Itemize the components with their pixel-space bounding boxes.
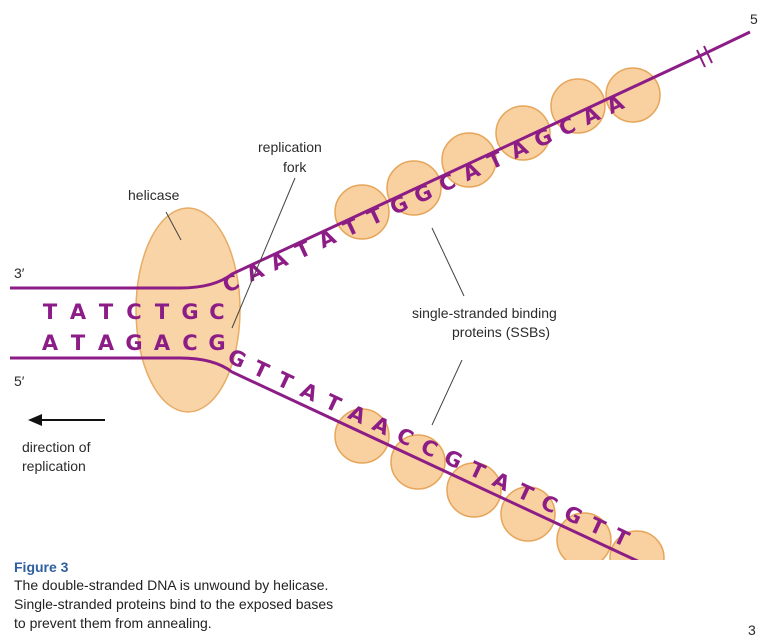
bottom-paired-base: T <box>71 331 86 355</box>
top-paired-base: C <box>209 300 224 324</box>
top-paired-base: T <box>99 300 114 324</box>
strand-break-mark-top <box>697 46 712 67</box>
bottom-single-base: T <box>249 356 273 384</box>
bottom-paired-base: G <box>208 331 225 355</box>
top-paired-base: T <box>43 300 58 324</box>
ssb-label-line2: proteins (SSBs) <box>452 324 550 340</box>
caption-line-2: Single-stranded proteins bind to the exp… <box>14 595 534 614</box>
direction-arrow-head <box>28 414 42 426</box>
ssb-leader-line-bottom <box>432 360 462 425</box>
replication-fork-diagram: TATCTGCATAGACGCAATATTGGCATAGCAAGTTATAACC… <box>0 0 765 560</box>
caption-line-1: The double-stranded DNA is unwound by he… <box>14 576 534 595</box>
direction-label-line1: direction of <box>22 439 91 455</box>
fork-label-line1: replication <box>258 139 322 155</box>
bottom-strand-line <box>10 358 750 560</box>
bottom-single-base: T <box>321 390 345 418</box>
top-paired-base: C <box>126 300 141 324</box>
bottom-right-end-label: 3 <box>748 622 756 638</box>
fork-leader-line <box>232 178 295 328</box>
three-prime-left-label: 3′ <box>14 265 25 281</box>
direction-label-line2: replication <box>22 458 86 474</box>
top-paired-base: A <box>70 300 87 324</box>
figure-caption: Figure 3 The double-stranded DNA is unwo… <box>14 558 534 633</box>
ssb-label-line1: single-stranded binding <box>412 305 557 321</box>
bottom-paired-base: G <box>125 331 142 355</box>
caption-line-3: to prevent them from annealing. <box>14 614 534 633</box>
bottom-paired-base: A <box>154 331 171 355</box>
top-right-end-label: 5 <box>750 11 758 27</box>
top-single-base: T <box>292 236 316 264</box>
five-prime-left-label: 5′ <box>14 373 25 389</box>
bottom-paired-base: C <box>182 331 197 355</box>
top-single-base: A <box>267 247 293 276</box>
top-paired-base: T <box>155 300 170 324</box>
bottom-single-base: T <box>273 367 297 395</box>
bottom-paired-base: A <box>42 331 59 355</box>
top-paired-base: G <box>181 300 198 324</box>
fork-label-line2: fork <box>283 159 307 175</box>
helicase-label: helicase <box>128 187 180 203</box>
caption-title: Figure 3 <box>14 558 534 576</box>
top-single-base: A <box>315 224 341 253</box>
bottom-paired-base: A <box>98 331 115 355</box>
ssb-leader-line-top <box>432 228 464 296</box>
